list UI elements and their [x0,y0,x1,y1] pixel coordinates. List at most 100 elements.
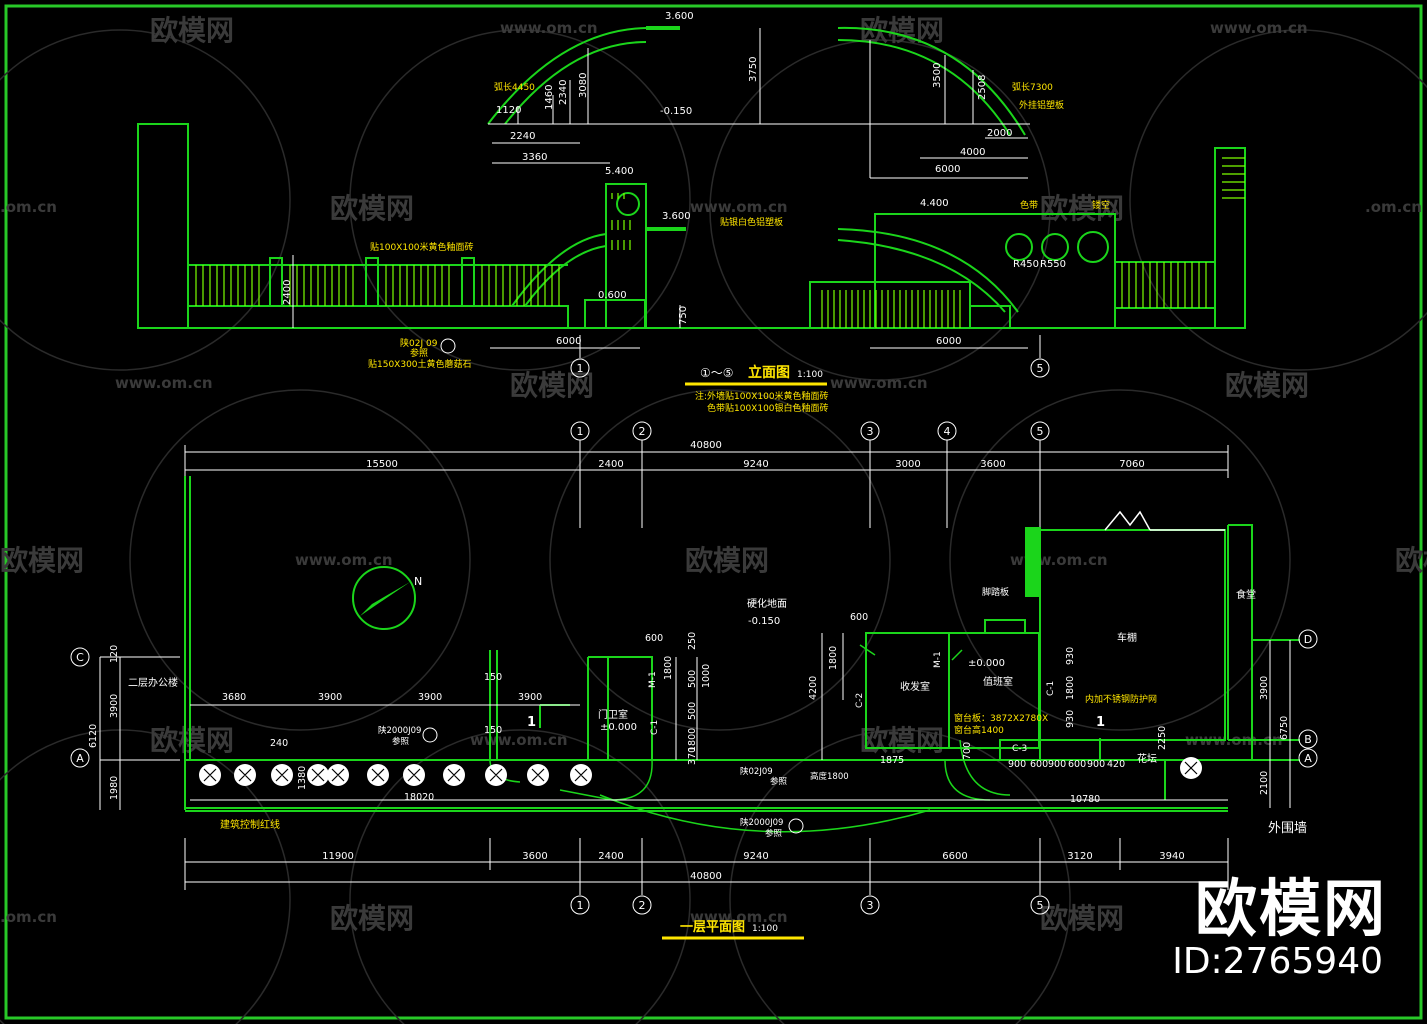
plan-top-axis-labels: 1 2 3 4 5 [577,425,1044,438]
center-column-circle [616,192,640,216]
elevation-drawing [137,26,1246,329]
svg-text:.om.cn: .om.cn [0,908,57,926]
svg-text:参照: 参照 [410,347,428,359]
plan-yellow-labels: 建筑控制红线 内加不锈钢防护网 窗台板：3872X2780X 窗台高1400 [220,693,1157,831]
svg-text:5: 5 [1037,899,1044,912]
plan-bottom-axis-labels: 1 2 3 5 [577,899,1044,912]
svg-text:4: 4 [944,425,951,438]
svg-text:色带贴100X100银白色釉面砖: 色带贴100X100银白色釉面砖 [707,402,829,414]
svg-text:2400: 2400 [282,280,293,305]
svg-text:5: 5 [1037,362,1044,375]
svg-text:600: 600 [1030,759,1048,770]
svg-text:贴银白色铝塑板: 贴银白色铝塑板 [720,216,783,228]
svg-text:600: 600 [645,633,663,644]
svg-text:5: 5 [1037,425,1044,438]
plan-bottom-axis-bubbles [570,895,1050,915]
left-pier [137,123,189,329]
svg-text:3680: 3680 [222,692,246,703]
svg-text:欧模网: 欧模网 [1040,902,1124,935]
plan-reference-labels: 陕2000J09 参照 陕02J09 参照 高度1800 陕2000J09 参照 [378,725,849,839]
svg-text:值班室: 值班室 [983,675,1013,688]
svg-text:A: A [1304,752,1312,765]
svg-text:.om.cn: .om.cn [1365,198,1422,216]
drawing-frame [4,4,1423,1020]
section-mark-2: 1 [1096,715,1105,730]
svg-text:2: 2 [639,899,646,912]
watermark-logo: 欧模网 [1194,872,1387,945]
svg-text:高度1800: 高度1800 [810,771,849,782]
svg-text:3000: 3000 [895,459,920,470]
svg-text:500: 500 [687,702,698,720]
band-circle-3 [1077,231,1109,263]
watermark-site: www.om.cn www.om.cn .om.cn www.om.cn .om… [0,19,1422,926]
svg-text:1380: 1380 [297,766,308,790]
svg-text:D: D [1304,633,1312,646]
plan-bottom-dimension-lines [184,838,1229,895]
svg-text:370: 370 [687,747,698,765]
svg-text:2508: 2508 [977,75,988,100]
svg-text:欧模网: 欧模网 [685,544,769,577]
planter-row-detail [203,761,1198,782]
svg-text:1980: 1980 [109,776,120,800]
svg-text:脚踏板: 脚踏板 [982,586,1009,598]
svg-text:①～⑤: ①～⑤ [700,366,734,380]
svg-text:R550: R550 [1040,259,1066,270]
svg-text:3900: 3900 [318,692,342,703]
svg-text:www.om.cn: www.om.cn [115,374,213,392]
svg-text:3: 3 [867,899,874,912]
svg-text:参照: 参照 [392,736,410,747]
svg-text:9240: 9240 [743,459,768,470]
svg-text:3500: 3500 [932,63,943,88]
svg-text:N: N [414,575,422,588]
svg-text:欧模网: 欧模网 [330,192,414,225]
svg-text:欧模网: 欧模网 [510,369,594,402]
svg-text:一层平面图: 一层平面图 [680,920,745,935]
svg-text:1:100: 1:100 [752,924,778,934]
svg-text:.om.cn: .om.cn [0,198,57,216]
svg-text:3: 3 [867,425,874,438]
elevation-axis-bubbles [570,358,1050,378]
svg-text:陕02J 09: 陕02J 09 [400,337,438,349]
svg-text:www.om.cn: www.om.cn [690,908,788,926]
plan-driveway-curves [489,510,1225,833]
svg-text:2100: 2100 [1259,771,1270,795]
svg-text:内加不锈钢防护网: 内加不锈钢防护网 [1085,693,1157,705]
svg-text:9240: 9240 [743,851,768,862]
svg-text:陕02J09: 陕02J09 [740,766,773,777]
svg-text:4000: 4000 [960,147,985,158]
svg-text:6600: 6600 [942,851,967,862]
svg-text:600: 600 [1068,759,1086,770]
svg-text:建筑控制红线: 建筑控制红线 [220,818,280,831]
svg-text:3900: 3900 [418,692,442,703]
svg-text:欧模网: 欧模网 [330,902,414,935]
north-arrow-icon: N [352,566,422,630]
left-fence-post-a [269,257,283,307]
plan-dimension-texts: 3680 3900 3900 3900 18020 10780 1380 150… [88,612,1290,805]
svg-text:欧模网: 欧模网 [0,544,84,577]
plan-door-labels: M-1 C-1 C-2 M-1 C-1 C-3 [648,651,1056,754]
svg-text:C-1: C-1 [1046,681,1056,696]
svg-text:收发室: 收发室 [900,680,930,693]
svg-text:欧模网: 欧模网 [150,724,234,757]
svg-text:www.om.cn: www.om.cn [830,374,928,392]
right-arc [837,26,1026,136]
band-circle-2 [1041,233,1069,261]
svg-text:欧模网: 欧模网 [1225,369,1309,402]
svg-text:食堂: 食堂 [1236,588,1256,601]
elevation-dimensions [292,28,1030,349]
svg-text:40800: 40800 [690,871,722,882]
svg-text:3600: 3600 [980,459,1005,470]
watermark-id: ID:2765940 [1172,941,1383,982]
svg-text:4.400: 4.400 [920,198,949,209]
guard-room-outline [607,656,653,761]
elevation-title: ①～⑤ 立面图 1:100 注:外墙贴100X100米黄色釉面砖 色带贴100X… [685,364,829,414]
elevation-ref-circle [440,338,456,354]
garden-bed [999,739,1041,761]
svg-text:6750: 6750 [1279,716,1290,740]
svg-text:2000: 2000 [987,128,1012,139]
svg-text:1:100: 1:100 [797,370,823,380]
svg-text:参照: 参照 [770,776,788,787]
plan-bottom-dimension-texts: 11900 3600 2400 9240 6600 3120 3940 4080… [322,851,1185,882]
svg-text:C: C [76,651,84,664]
